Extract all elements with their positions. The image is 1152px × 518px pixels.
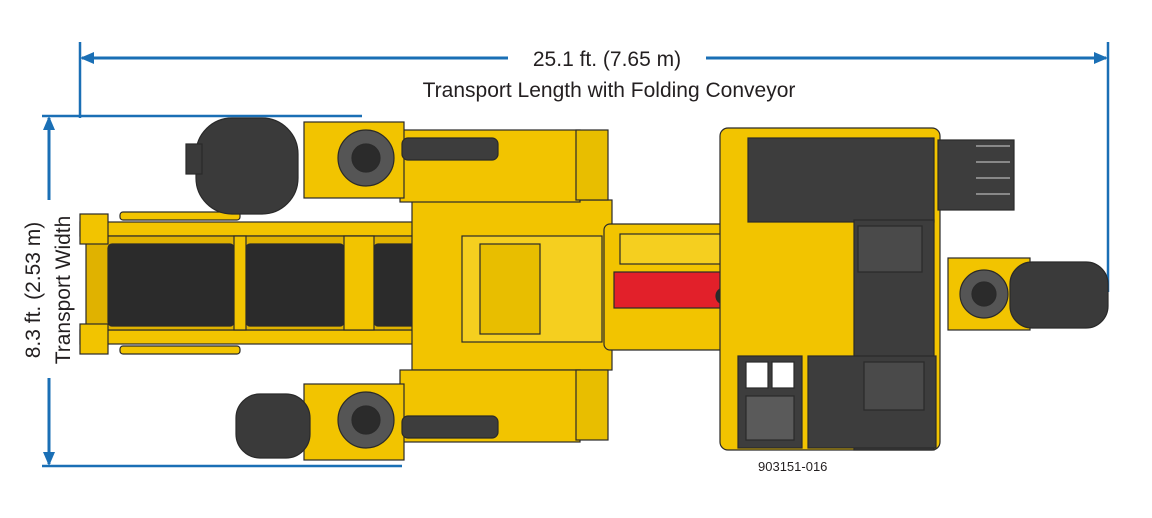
chassis-hopper-inner [479,243,541,335]
upper-fuel-tank-cap [185,143,203,175]
width-value: 8.3 ft. (2.53 m) [22,222,45,359]
conveyor-end-bracket-bottom [79,323,109,355]
width-dimension: 8.3 ft. (2.53 m) Transport Width [22,114,402,468]
length-dimension: 25.1 ft. (7.65 m) Transport Length with … [78,42,1110,292]
conveyor-joint-1 [233,235,247,331]
conveyor-rail-bottom [79,329,461,345]
figure-id: 903151-016 [758,459,827,474]
upper-hydraulic-cylinder [401,137,499,161]
engine-cover-top [747,137,935,223]
chassis-side-plate-top [575,129,609,201]
machine-illustration [79,117,1109,461]
width-label: Transport Width [52,216,75,365]
control-panel-buttons [745,395,795,441]
control-panel-display [745,361,769,389]
upper-tire [195,117,299,215]
length-label: Transport Length with Folding Conveyor [423,79,796,102]
engine-vent [863,361,925,411]
lower-tire [235,393,311,459]
access-ladder [937,139,1015,211]
conveyor-hydraulic-arm-bottom [119,345,241,355]
rear-tire [1009,261,1109,329]
engine-access-panel [857,225,923,273]
conveyor-belt-section-1 [107,243,235,327]
upper-wheel-hub-inner [351,143,381,173]
conveyor-rail-top [79,221,461,237]
conveyor-belt-section-2 [245,243,345,327]
conveyor-hydraulic-arm-top [119,211,241,221]
lower-hydraulic-cylinder [401,415,499,439]
conveyor-joint-2 [343,235,375,331]
conveyor-end-bracket-top [79,213,109,245]
length-value: 25.1 ft. (7.65 m) [533,48,681,71]
lower-wheel-hub-inner [351,405,381,435]
chassis-side-plate-bottom [575,369,609,441]
rear-wheel-hub-inner [971,281,997,307]
control-panel-display-2 [771,361,795,389]
